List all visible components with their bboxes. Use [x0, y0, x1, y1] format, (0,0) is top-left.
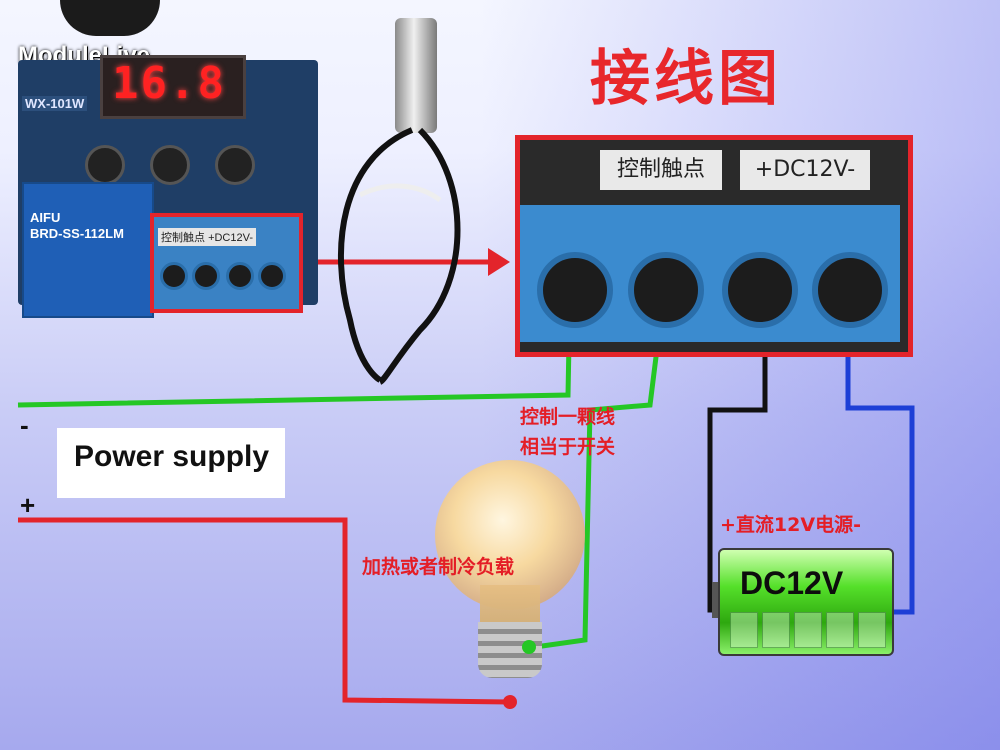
board-model-label: WX-101W [22, 96, 88, 111]
diagram-title: 接线图 [590, 44, 782, 114]
connection-arrow-head [488, 248, 510, 276]
wifi-hand-icon [60, 0, 160, 36]
battery-icon [718, 548, 894, 656]
blue-wire-negative [845, 285, 915, 615]
bulb-neck [480, 585, 540, 625]
board-screw-4 [258, 262, 286, 290]
terminal-screw-1 [537, 252, 613, 328]
battery-cell-1 [730, 612, 758, 648]
dc-supply-label: +直流12V电源- [720, 514, 861, 536]
red-connection-dot [503, 695, 517, 709]
board-screw-3 [226, 262, 254, 290]
green-connection-dot [522, 640, 536, 654]
battery-label: DC12V [740, 565, 844, 601]
battery-cell-3 [794, 612, 822, 648]
green-wire-load [527, 284, 668, 651]
control-line-label-2: 相当于开关 [520, 436, 616, 458]
power-supply-box [57, 428, 285, 498]
board-button-3 [215, 145, 255, 185]
control-line-label-1: 控制一颗线 [520, 406, 616, 428]
board-screw-1 [160, 262, 188, 290]
minus-sign: - [20, 410, 29, 440]
dc12v-label: +DC12V- [740, 150, 870, 190]
relay [22, 182, 154, 318]
battery-cell-5 [858, 612, 886, 648]
battery-terminal [712, 582, 720, 618]
temperature-probe [395, 18, 437, 133]
led-display [100, 55, 246, 119]
display-reading: 16.8 [112, 58, 226, 109]
load-label: 加热或者制冷负载 [362, 556, 515, 578]
red-wire-supply [18, 517, 511, 705]
power-supply-label: Power supply [74, 440, 270, 473]
board-terminal-label: 控制触点 +DC12V- [158, 228, 257, 246]
plus-sign: + [20, 490, 36, 520]
board-screw-2 [192, 262, 220, 290]
terminal-screw-3 [722, 252, 798, 328]
battery-cell-2 [762, 612, 790, 648]
terminal-screw-4 [812, 252, 888, 328]
battery-cell-4 [826, 612, 854, 648]
terminal-screw-2 [628, 252, 704, 328]
board-button-2 [150, 145, 190, 185]
relay-label: AIFU BRD-SS-112LM [30, 210, 124, 241]
control-contact-label: 控制触点 [600, 150, 722, 190]
